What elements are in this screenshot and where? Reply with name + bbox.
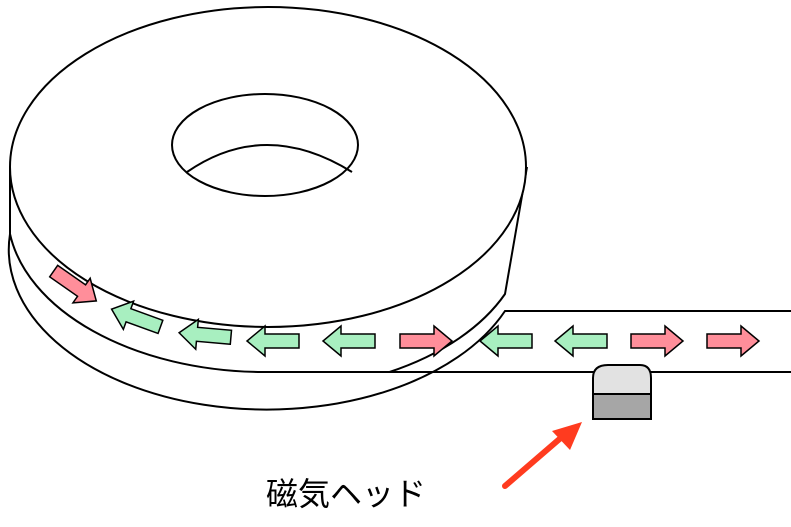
magnetization-arrow-left	[110, 299, 164, 335]
magnetization-arrow-right	[48, 264, 98, 304]
reel-hole-inner-edge	[186, 144, 353, 173]
magnetization-arrow-right	[706, 324, 761, 358]
magnetic-head-top	[592, 364, 652, 395]
magnetic-head-body	[592, 393, 652, 420]
magnetization-arrow-left	[177, 317, 233, 351]
magnetization-arrow-left	[478, 324, 533, 358]
magnetization-arrow-left	[245, 324, 300, 358]
magnetic-head-label: 磁気ヘッド	[266, 475, 427, 513]
magnetization-arrow-left	[553, 324, 608, 358]
magnetization-arrow-right	[630, 324, 685, 358]
magnetization-arrow-left	[321, 324, 376, 358]
tape-band	[7, 233, 791, 411]
magnetic-head-icon	[592, 364, 652, 420]
pointer-arrow-icon	[502, 422, 582, 489]
magnetization-arrow-right	[399, 324, 454, 358]
magnetization-arrows	[48, 264, 761, 358]
